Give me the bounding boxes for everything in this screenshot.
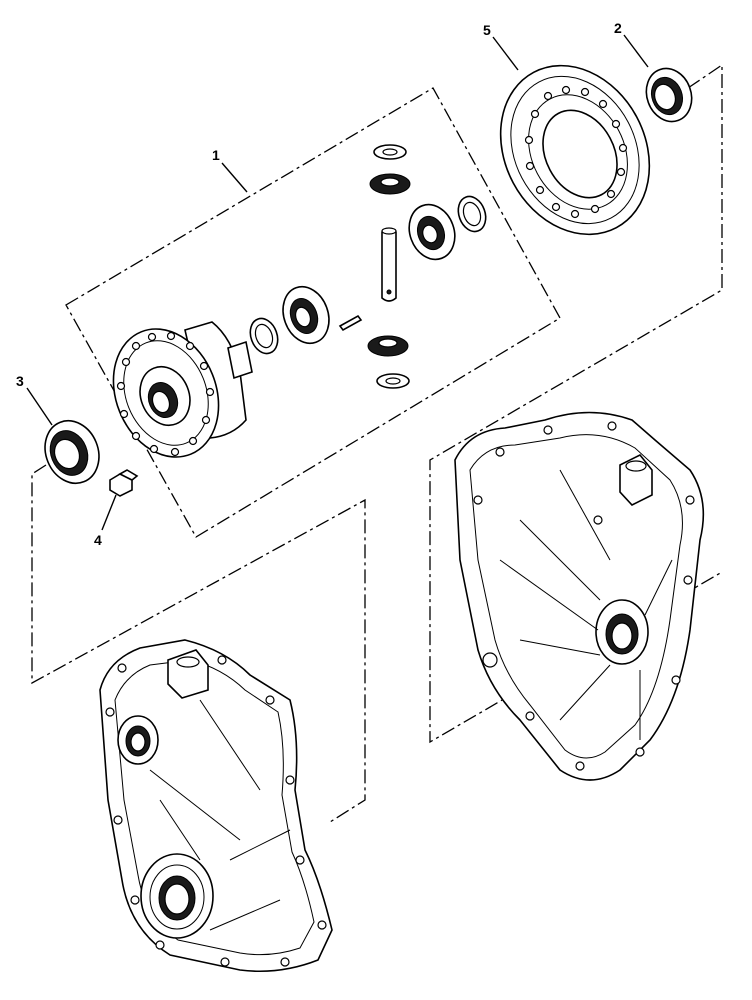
transmission-housing-left <box>99 639 333 973</box>
transmission-housing-right <box>454 411 705 781</box>
leader-line-4 <box>101 494 117 531</box>
thrust-washer-top <box>373 144 407 160</box>
callout-2: 2 <box>614 20 622 36</box>
left-housing-boundary <box>31 464 366 823</box>
callout-4: 4 <box>94 532 102 548</box>
callout-1: 1 <box>212 147 220 163</box>
bolt <box>109 469 139 497</box>
assembly-group-boundary <box>65 87 561 538</box>
thrust-washer-right <box>457 195 487 233</box>
thrust-washer-bottom <box>376 373 410 389</box>
leader-line-3 <box>26 387 53 426</box>
leader-line-1 <box>221 162 248 193</box>
leader-line-5 <box>492 36 519 71</box>
pinion-gear-top <box>369 173 411 195</box>
leader-line-2 <box>623 34 649 68</box>
bearing-right <box>645 67 693 123</box>
callout-3: 3 <box>16 373 24 389</box>
right-housing-boundary <box>429 63 723 744</box>
side-gear-left <box>282 285 330 345</box>
pinion-gear-bottom <box>367 335 409 357</box>
pinion-shaft <box>381 227 397 302</box>
thrust-washer-left <box>249 317 279 355</box>
ring-gear-bolt-holes <box>524 85 628 219</box>
bearing-left <box>44 419 100 485</box>
differential-case <box>112 321 253 458</box>
ring-gear <box>499 64 651 236</box>
callout-5: 5 <box>483 22 491 38</box>
side-gear-right <box>408 203 456 261</box>
lock-pin <box>338 314 363 332</box>
